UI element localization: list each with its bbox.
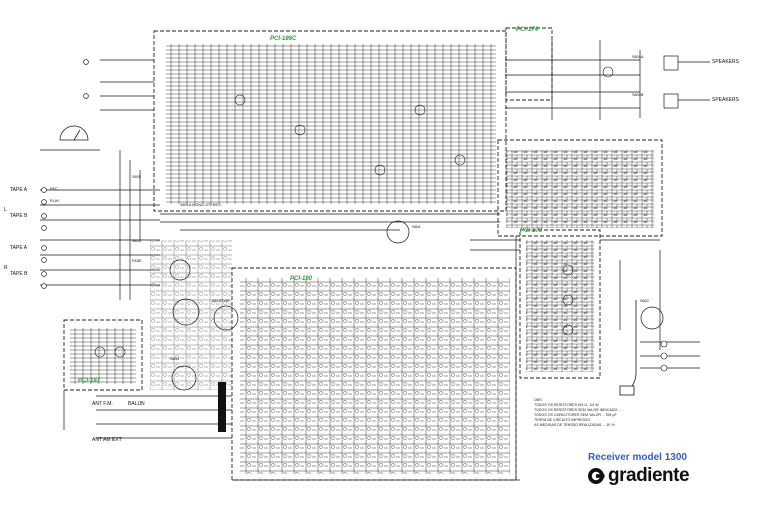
model-title: Receiver model 1300 (588, 452, 687, 463)
switch-sb03-label: SB03 (170, 357, 180, 361)
board-outline-pci181 (519, 229, 601, 379)
circuit-area-pci180 (240, 278, 510, 474)
note-line: TODOS OS RESISTORES SEM VALOR INDICADO .… (534, 408, 622, 412)
switch-s806-label: S806 (132, 239, 141, 243)
power-plug (619, 385, 635, 396)
circuit-area-pci186c (166, 44, 496, 204)
circuit-area-pci178 (506, 150, 654, 228)
switch-s805-label: S805 (132, 175, 141, 179)
rotary-switch-s802 (640, 306, 664, 330)
speakers-b-label: SPEAKERS (712, 97, 739, 103)
note-line: AS MEDIDAS DE TENSÃO REALIZADAS ... 10 % (534, 423, 615, 427)
board-label-pci180: PCI-180 (290, 276, 313, 282)
switch-s801-label: S801 (412, 225, 421, 229)
jack-tape-a2-play (41, 257, 47, 263)
tape-play-label: PLAY (50, 199, 60, 203)
board-outline-pci174 (505, 27, 553, 101)
jack-tape-a-rec (41, 187, 47, 193)
ground-bus (218, 382, 226, 432)
circuit-area-pci181 (526, 240, 594, 372)
tape-b2-label: TAPE B (10, 271, 28, 277)
rotary-switch-s801 (386, 220, 410, 244)
tape-rec-label: REC (50, 187, 59, 191)
jack-aux (83, 93, 89, 99)
switch-s804b-label: S804B (632, 93, 644, 97)
channel-right-label: R (4, 265, 8, 271)
rotary-switch-s804 (169, 259, 191, 281)
board-outline-pci178 (497, 139, 663, 237)
board-label-pci174: PCI-174 (516, 27, 539, 33)
jack-tape-a2-rec (41, 245, 47, 251)
antenna-am-label: ANT AM EXT (92, 437, 122, 443)
schematic-notes: OBS: TODOS OS RESISTORES EM Ω, 1/4 W TOD… (534, 398, 621, 428)
rotary-switch-seletor (213, 305, 239, 331)
switch-fase-label: FASE (132, 259, 142, 263)
switch-seletor-label: SELETOR (212, 299, 230, 303)
jack-tape-b2-rec (41, 271, 47, 277)
rotary-switch-fm (171, 365, 197, 391)
gradiente-logo-icon (588, 468, 605, 484)
board-label-pci186c: PCI-186C (270, 36, 297, 42)
speaker-switch-a (663, 55, 679, 71)
board-label-pci178: PCI-178 (520, 228, 543, 234)
switch-s804a-label: S804A (632, 55, 644, 59)
brand-name: gradiente (608, 465, 690, 486)
antenna-fm-label: ANT F.M. (92, 401, 113, 407)
jack-tape-a-play (41, 199, 47, 205)
note-line: TERRA DE CIRCUITO IMPRESSO (534, 418, 591, 422)
note-line: OBS: (534, 398, 543, 402)
rotary-switch-s803 (172, 298, 200, 326)
note-line: TODOS OS CAPACITORES SEM VALOR ... EM μF (534, 413, 617, 417)
switch-mono-stereo-label: S801A MONO-STEREO (180, 203, 221, 207)
power-cord (627, 300, 637, 391)
tape-a-label: TAPE A (10, 187, 28, 193)
jack-tape-b-play (41, 225, 47, 231)
tape-a2-label: TAPE A (10, 245, 28, 251)
pilot-lamp-3 (660, 364, 668, 372)
jack-tape-b2-play (41, 283, 47, 289)
channel-left-label: L (4, 207, 7, 213)
switch-s802-label: S802 (640, 299, 649, 303)
circuit-area-tuner (150, 240, 232, 390)
board-outline-pci187 (63, 319, 143, 391)
balun-label: BALUN (128, 401, 145, 407)
jack-tape-b-rec (41, 213, 47, 219)
brand-logo: gradiente (588, 465, 690, 486)
pilot-lamp-1 (660, 340, 668, 348)
board-label-pci187: PCI-187 (78, 378, 101, 384)
meter-symbol (59, 125, 89, 141)
speakers-a-label: SPEAKERS (712, 59, 739, 65)
note-line: TODOS OS RESISTORES EM Ω, 1/4 W (534, 403, 599, 407)
speaker-switch-b (663, 93, 679, 109)
jack-phono (83, 59, 89, 65)
tape-b-label: TAPE B (10, 213, 28, 219)
pilot-lamp-2 (660, 352, 668, 360)
board-outline-pci186c (153, 30, 507, 212)
